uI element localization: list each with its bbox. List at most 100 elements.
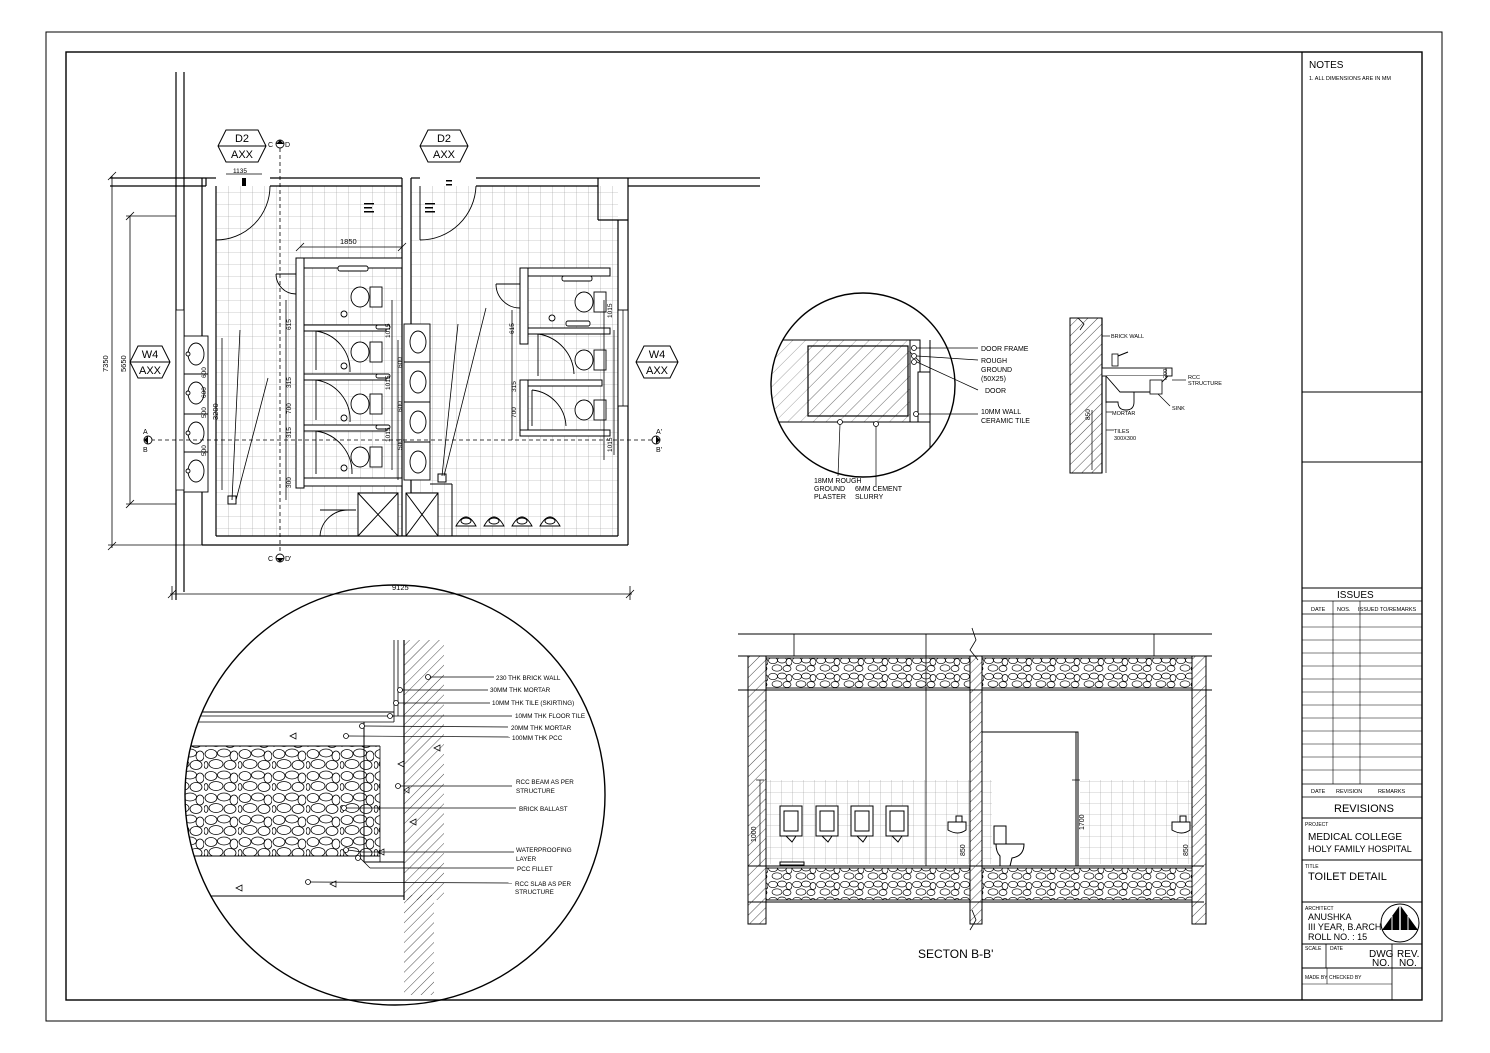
floor-label: STRUCTURE: [515, 889, 554, 896]
floor-detail: 230 THK BRICK WALL 30MM THK MORTAR 10MM …: [184, 584, 606, 1006]
section-mark-a-right: A': [656, 429, 662, 436]
dim: 500: [201, 445, 208, 456]
rev-label: REV.: [1397, 949, 1419, 960]
dim: 500: [397, 439, 404, 450]
floor-label: 230 THK BRICK WALL: [496, 675, 561, 682]
detail-label: 6MM CEMENT: [855, 486, 903, 493]
section-b-b: 1000 850 1700 850 SECTON B-B': [738, 627, 1212, 961]
dim: 500: [201, 407, 208, 418]
floor-label: WATERPROOFING: [516, 847, 572, 854]
tag-label: W4: [142, 349, 159, 361]
sink-detail: BRICK WALL RCC STRUCTURE SINK MORTAR TIL…: [1069, 317, 1222, 474]
revision-header-remarks: REMARKS: [1378, 789, 1406, 795]
sink-label: RCC: [1188, 375, 1200, 381]
sink-label: SINK: [1172, 406, 1185, 412]
rev-label-no: NO.: [1399, 958, 1417, 969]
checked-by-label: CHECKED BY: [1329, 975, 1362, 981]
dim: 600: [397, 357, 404, 368]
made-by-label: MADE BY: [1305, 975, 1328, 981]
floor-label: 20MM THK MORTAR: [511, 725, 572, 732]
dim: 850: [960, 844, 967, 856]
detail-label: DOOR FRAME: [981, 346, 1029, 353]
floor-label: LAYER: [516, 856, 537, 863]
section-mark-c-bottom: C: [268, 556, 273, 563]
sink-label: BRICK WALL: [1111, 334, 1144, 340]
section-title: SECTON B-B': [918, 947, 993, 961]
title-label: TITLE: [1305, 864, 1319, 870]
date-label: DATE: [1330, 946, 1344, 952]
dim: 1015: [607, 437, 614, 452]
detail-label: GROUND: [814, 486, 845, 493]
sink-label: STRUCTURE: [1188, 381, 1222, 387]
detail-label: SLURRY: [855, 494, 884, 501]
dim: 200: [1163, 369, 1169, 378]
tag-label: AXX: [231, 149, 254, 161]
sink-label: 300X300: [1114, 436, 1136, 442]
dim: 615: [509, 323, 516, 334]
tag-label: D2: [437, 133, 451, 145]
floor-label: 10MM THK FLOOR TILE: [515, 713, 585, 720]
notes-title: NOTES: [1309, 60, 1344, 71]
dim: 600: [397, 401, 404, 412]
floor-label: 10MM THK TILE (SKIRTING): [492, 700, 574, 707]
issues-header-date: DATE: [1311, 607, 1326, 613]
dim-3200: 3200: [211, 403, 220, 420]
dim-overall-width: 9125: [392, 583, 409, 592]
dim: 850: [1085, 409, 1092, 420]
revision-header-date: DATE: [1311, 789, 1326, 795]
dim: 600: [201, 367, 208, 378]
architect-roll: ROLL NO. : 15: [1308, 932, 1367, 942]
dim: 1015: [385, 323, 392, 338]
section-mark-b-left: B: [143, 447, 148, 454]
section-mark-b-right: B': [656, 447, 662, 454]
section-mark-a-left: A: [143, 429, 148, 436]
detail-label: (50X25): [981, 376, 1006, 383]
dwg-label: DWG: [1369, 949, 1394, 960]
floor-label: PCC FILLET: [517, 866, 553, 873]
door-frame-detail: DOOR FRAME ROUGH GROUND (50X25) DOOR 10M…: [770, 292, 1030, 501]
floor-label: BRICK BALLAST: [519, 806, 568, 813]
detail-label: ROUGH: [981, 358, 1007, 365]
dim: 700: [286, 403, 293, 414]
floor-plan: C D C D' A B A' B' D2 AXX D2 AXX W4 AXX: [101, 72, 760, 600]
detail-label: GROUND: [981, 367, 1012, 374]
floor-label: RCC BEAM AS PER: [516, 779, 574, 786]
revision-header-revision: REVISION: [1336, 789, 1362, 795]
dim: 315: [511, 381, 518, 392]
floor-label: 100MM THK PCC: [512, 735, 563, 742]
dim: 315: [286, 377, 293, 388]
dim: 850: [1183, 844, 1190, 856]
dim: 615: [286, 319, 293, 330]
floor-label: STRUCTURE: [516, 788, 555, 795]
detail-label: PLASTER: [814, 494, 846, 501]
dim-overall-height: 7350: [101, 355, 110, 372]
tag-label: D2: [235, 133, 249, 145]
issues-header-remarks: ISSUED TO/REMARKS: [1358, 607, 1417, 613]
sink-label: TILES: [1114, 429, 1130, 435]
dim: 600: [201, 387, 208, 398]
project-label: PROJECT: [1305, 822, 1328, 828]
tag-label: AXX: [646, 365, 669, 377]
dim: 1015: [385, 375, 392, 390]
architect-year: III YEAR, B.ARCH: [1308, 922, 1381, 932]
dim: 1700: [1079, 814, 1086, 830]
dim-door-width: 1135: [233, 168, 247, 175]
section-mark-c-top: C: [268, 142, 273, 149]
detail-label: 10MM WALL: [981, 409, 1021, 416]
tag-label: AXX: [433, 149, 456, 161]
project-line-1: MEDICAL COLLEGE: [1308, 832, 1402, 843]
revisions-title: REVISIONS: [1334, 803, 1394, 815]
detail-label: DOOR: [985, 388, 1006, 395]
dwg-label-no: NO.: [1372, 958, 1390, 969]
detail-label: 18MM ROUGH: [814, 478, 861, 485]
title-value: TOILET DETAIL: [1308, 871, 1387, 883]
dim-inner-height: 5650: [119, 355, 128, 372]
sink-label: MORTAR: [1112, 411, 1135, 417]
issues-header-nos: NOS.: [1337, 607, 1351, 613]
architect-name: ANUSHKA: [1308, 912, 1352, 922]
dim: 300: [286, 477, 293, 488]
project-line-2: HOLY FAMILY HOSPITAL: [1308, 844, 1412, 854]
section-mark-d-top: D: [285, 142, 290, 149]
dim: 1000: [751, 826, 758, 842]
